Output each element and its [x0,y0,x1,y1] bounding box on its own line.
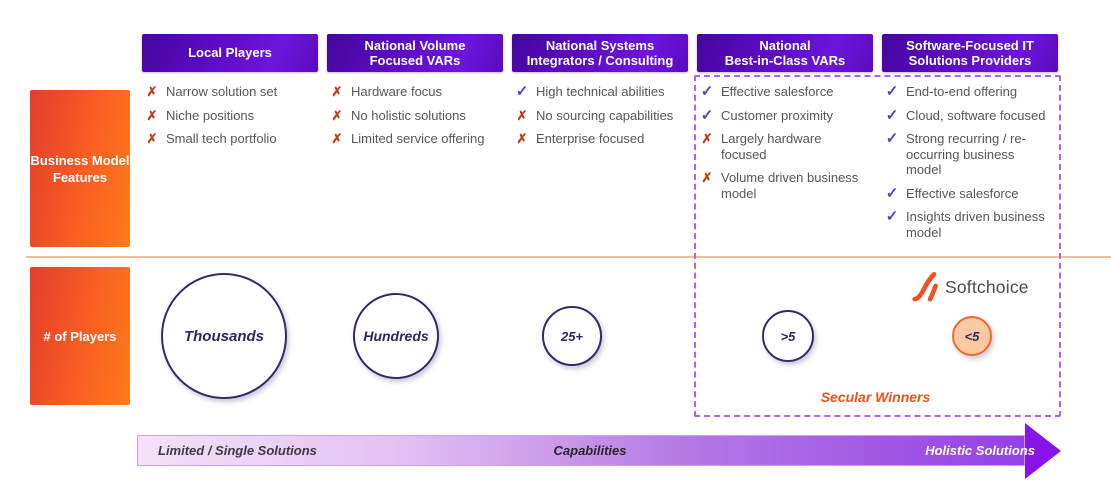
arrow-label-capabilities: Capabilities [553,443,627,458]
header-line: National [759,37,811,53]
feature-text: Customer proximity [721,107,833,123]
feature-item: Largely hardware focused [700,131,870,162]
feature-item: End-to-end offering [885,84,1055,100]
header-line: Local Players [188,45,272,61]
players-circle-25plus: 25+ [542,306,602,366]
check-icon [700,84,714,99]
players-circle-hundreds: Hundreds [353,293,439,379]
check-icon [885,186,899,201]
feature-text: Effective salesforce [906,185,1019,201]
feature-text: Niche positions [166,107,255,123]
header-line: Focused VARs [369,53,461,68]
header-line: Solutions Providers [908,53,1032,68]
feature-item: Limited service offering [330,131,500,147]
feature-text: No holistic solutions [351,107,466,123]
header-line: Integrators / Consulting [526,53,674,68]
feature-text: Narrow solution set [166,84,278,99]
feature-text: Enterprise focused [536,131,645,146]
feature-list-software-focused-it: End-to-end offering Cloud, software focu… [885,84,1055,248]
feature-item: Narrow solution set [145,84,315,100]
feature-item: Small tech portfolio [145,131,315,147]
feature-item: Niche positions [145,108,315,124]
circle-label: 25+ [560,328,584,344]
check-icon [700,108,714,123]
header-line: National Volume [364,37,466,53]
check-icon [885,209,899,224]
capabilities-arrow-body [137,435,1025,466]
feature-text: Insights driven business model [906,209,1045,240]
feature-item: Volume driven business model [700,170,870,201]
column-header-national-volume-vars: National Volume Focused VARs [327,34,503,72]
check-icon [885,84,899,99]
feature-text: Hardware focus [351,84,443,99]
feature-text: Volume driven business model [721,170,859,201]
circle-label: >5 [780,328,796,344]
check-icon [515,84,529,99]
cross-icon [330,131,344,146]
cross-icon [330,108,344,123]
cross-icon [145,108,159,123]
feature-list-national-volume-vars: Hardware focus No holistic solutions Lim… [330,84,500,155]
softchoice-logo: Softchoice [912,272,1029,303]
cross-icon [700,131,714,146]
header-line: Software-Focused IT [906,37,1034,53]
softchoice-wordmark: Softchoice [945,277,1029,297]
feature-text: Cloud, software focused [906,107,1046,123]
feature-text: High technical abilities [536,84,665,99]
arrow-label-holistic-solutions: Holistic Solutions [925,443,1035,458]
check-icon [885,108,899,123]
feature-item: No sourcing capabilities [515,108,685,124]
feature-item: High technical abilities [515,84,685,100]
softchoice-swoosh-icon [912,272,938,302]
feature-text: No sourcing capabilities [536,107,674,123]
cross-icon [145,131,159,146]
feature-item: Enterprise focused [515,131,685,147]
feature-item: No holistic solutions [330,108,500,124]
header-line: Best-in-Class VARs [724,53,846,68]
secular-winners-label: Secular Winners [820,389,931,405]
feature-list-best-in-class-vars: Effective salesforce Customer proximity … [700,84,870,209]
feature-text: Effective salesforce [721,84,834,99]
cross-icon [700,170,714,185]
circle-label: Hundreds [363,328,429,344]
capabilities-arrow-head [1025,423,1061,479]
players-circle-lt5: <5 [952,316,992,356]
feature-item: Effective salesforce [885,186,1055,202]
players-circle-gt5: >5 [762,310,814,362]
check-icon [885,131,899,146]
cross-icon [515,108,529,123]
column-header-local-players: Local Players [142,34,318,72]
header-line: National Systems [545,37,655,53]
cross-icon [145,84,159,99]
feature-item: Cloud, software focused [885,108,1055,124]
feature-item: Effective salesforce [700,84,870,100]
column-header-software-focused-it: Software-Focused IT Solutions Providers [882,34,1058,72]
circle-label: Thousands [183,327,264,345]
feature-text: Largely hardware focused [721,131,822,162]
feature-text: Limited service offering [351,131,485,146]
feature-list-systems-integrators: High technical abilities No sourcing cap… [515,84,685,155]
feature-item: Hardware focus [330,84,500,100]
row-label-number-of-players: # of Players [30,267,130,405]
feature-text: Small tech portfolio [166,131,277,146]
row-label-business-model-features: Business Model Features [30,90,130,247]
row-separator-line [26,256,1111,258]
arrow-label-limited-single-solutions: Limited / Single Solutions [158,443,317,458]
cross-icon [330,84,344,99]
column-header-systems-integrators: National Systems Integrators / Consultin… [512,34,688,72]
feature-item: Strong recurring / re-occurring business… [885,131,1055,178]
feature-text: End-to-end offering [906,84,1018,99]
feature-item: Customer proximity [700,108,870,124]
circle-label: <5 [964,328,980,344]
players-circle-thousands: Thousands [161,273,287,399]
column-header-best-in-class-vars: National Best-in-Class VARs [697,34,873,72]
cross-icon [515,131,529,146]
feature-item: Insights driven business model [885,209,1055,240]
feature-list-local-players: Narrow solution set Niche positions Smal… [145,84,315,155]
feature-text: Strong recurring / re-occurring business… [906,131,1026,177]
